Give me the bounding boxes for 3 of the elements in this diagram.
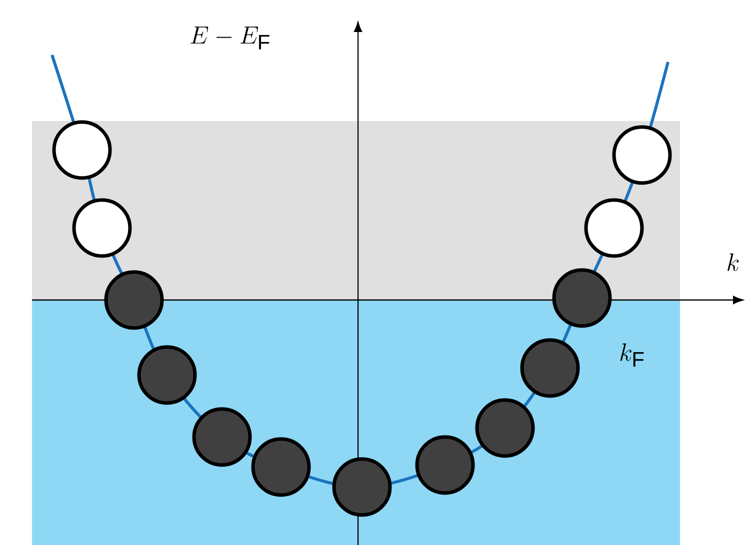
axis-label: $E - E_{\mathrm{F}}$ — [190, 26, 270, 50]
axis-label: $k_{\mathrm{F}}$ — [620, 343, 644, 367]
axis-label: $k$ — [728, 253, 739, 271]
